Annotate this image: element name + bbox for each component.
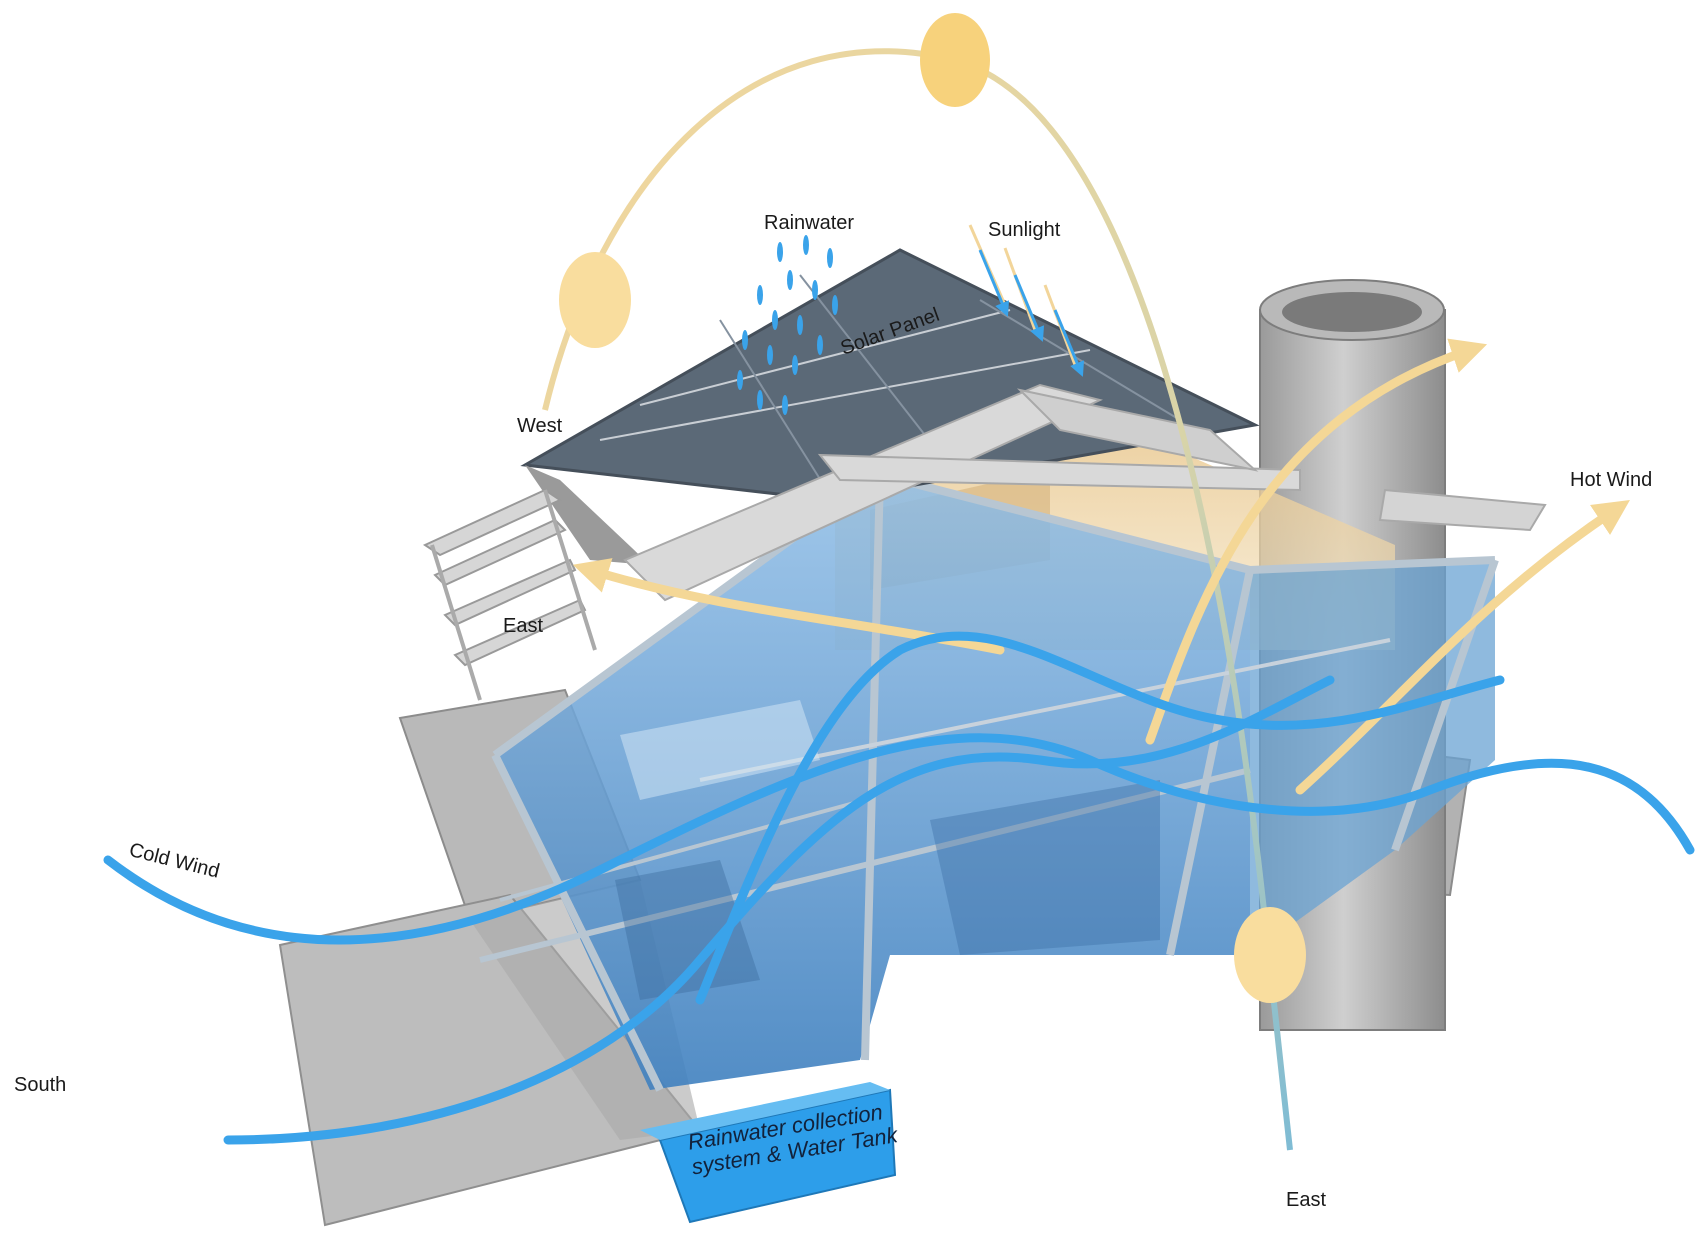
sun-east bbox=[1234, 907, 1306, 1003]
sun-noon bbox=[920, 13, 990, 107]
side-frame bbox=[422, 488, 597, 701]
hot-wind-label: Hot Wind bbox=[1570, 469, 1653, 491]
rain-drops bbox=[737, 235, 838, 415]
sunlight-arrows bbox=[968, 224, 1085, 377]
sun-west bbox=[559, 252, 631, 348]
sun-path-arc bbox=[542, 48, 1293, 1151]
east-upper-label: East bbox=[503, 615, 544, 637]
rainwater-label: Rainwater bbox=[764, 212, 855, 234]
south-label: South bbox=[14, 1074, 67, 1096]
east-lower-label: East bbox=[1286, 1189, 1327, 1211]
water-tank bbox=[640, 1082, 897, 1224]
louvred-shading bbox=[623, 383, 1547, 602]
sunlight-label: Sunlight bbox=[988, 219, 1061, 241]
cold-wind-arrows bbox=[103, 631, 1695, 1145]
west-label: West bbox=[517, 415, 563, 437]
